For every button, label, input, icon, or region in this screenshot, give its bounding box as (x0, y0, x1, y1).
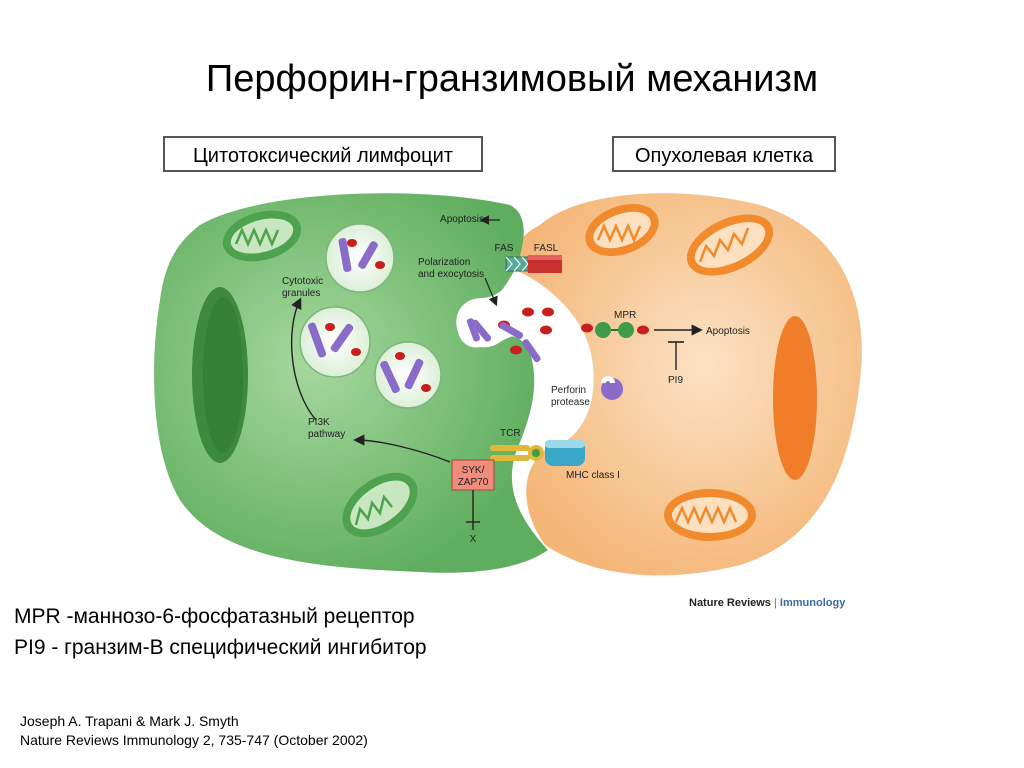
mpr-receptor (581, 322, 649, 338)
x-label: X (470, 534, 477, 545)
fas-receptor (505, 256, 529, 272)
tumor-cell-label: Опухолевая клетка (612, 136, 836, 172)
perforin-protease-icon (601, 376, 624, 400)
syk-zap70-box (451, 459, 495, 491)
fasl-ligand (528, 255, 562, 273)
polarization-label-2: and exocytosis (418, 269, 484, 280)
cytotoxic-granule-2 (299, 306, 371, 378)
released-perforin (466, 318, 541, 363)
mhc-label: MHC class I (566, 470, 620, 481)
pi3k-arrow (353, 434, 451, 463)
credit-authors: Joseph A. Trapani & Mark J. Smyth (20, 713, 239, 729)
apoptosis-left-label: Apoptosis (440, 214, 484, 225)
syk-label-1: SYK/ (462, 465, 485, 476)
slide-title: Перфорин-гранзимовый механизм (205, 58, 819, 100)
tcr-label: TCR (500, 428, 521, 439)
mhc-class-i (545, 440, 585, 466)
pi9-inhibition-line (668, 341, 684, 370)
mitochondrion-orange-1 (585, 203, 659, 257)
granules-label-2: granules (282, 288, 320, 299)
polarization-label-1: Polarization (418, 257, 470, 268)
tcr-receptor (490, 445, 544, 461)
mitochondrion-green-2 (342, 472, 418, 538)
tumor-nucleus (773, 316, 817, 480)
fasl-label: FASL (534, 243, 559, 254)
granules-label-1: Cytotoxic (282, 276, 323, 287)
pi3k-label-2: pathway (308, 429, 345, 440)
credit-citation: Nature Reviews Immunology 2, 735-747 (Oc… (20, 732, 368, 748)
lymphocyte-nucleus-shade (203, 297, 243, 453)
perforin-label-1: Perforin (551, 385, 586, 396)
lymphocyte-label: Цитотоксический лимфоцит (163, 136, 483, 172)
lymphocyte-cell (154, 193, 549, 573)
cytotoxic-granule-3 (374, 341, 442, 409)
pi9-label: PI9 (668, 375, 683, 386)
syk-x-inhibition (466, 490, 480, 530)
legend-mpr: MPR -маннозо-6-фосфатазный рецептор (14, 605, 415, 628)
mpr-label: MPR (614, 310, 636, 321)
mitochondrion-orange-2 (686, 214, 774, 276)
granule-formation-arrow (291, 297, 317, 421)
mitochondrion-orange-3 (664, 489, 756, 541)
synaptic-cleft (456, 270, 594, 550)
syk-label-2: ZAP70 (458, 477, 489, 488)
nature-reviews-brand: Nature Reviews (689, 597, 771, 609)
nature-reviews-badge: Nature Reviews | Immunology (689, 597, 845, 609)
pi3k-label-1: PI3K (308, 417, 330, 428)
polarization-arrow (484, 277, 498, 307)
fas-label: FAS (495, 243, 514, 254)
legend-pi9: PI9 - гранзим-В специфический ингибитор (14, 636, 427, 659)
cytotoxic-granule-1 (325, 223, 395, 293)
tumor-cell (513, 193, 862, 576)
perforin-label-2: protease (551, 397, 590, 408)
apoptosis-right-label: Apoptosis (706, 326, 750, 337)
mitochondrion-green-1 (222, 210, 302, 262)
badge-journal: Immunology (779, 597, 846, 609)
badge-separator: | (774, 597, 777, 609)
